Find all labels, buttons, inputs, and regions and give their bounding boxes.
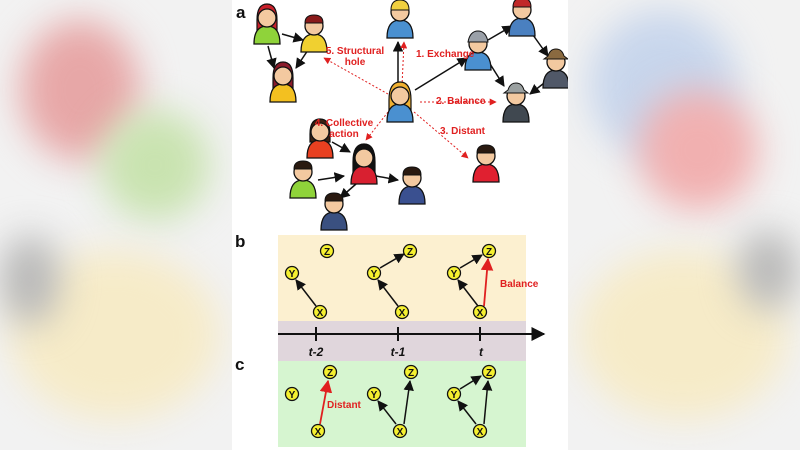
panel-c-graph-t-minus-1: Z Y X: [366, 364, 419, 439]
figure: a: [232, 0, 570, 450]
left-blurred-backdrop: [0, 0, 232, 450]
right-blurred-backdrop: [568, 0, 800, 450]
label-exchange: 1. Exchange: [416, 49, 475, 60]
panel-b-graph-t-minus-2: Z Y X: [284, 243, 335, 320]
panel-b-label: b: [235, 232, 245, 251]
panel-b-graph-t-minus-1: Z Y X: [366, 243, 418, 320]
node-x: X: [315, 427, 322, 438]
panel-a-edges: [266, 25, 549, 199]
node-y: Y: [371, 269, 378, 280]
panel-c-label: c: [235, 355, 244, 374]
person-navy-right-icon: [398, 166, 426, 205]
person-woman-black-hair-center-icon: [350, 143, 378, 185]
node-x: X: [477, 427, 484, 438]
node-z: Z: [486, 247, 492, 258]
node-x: X: [317, 308, 324, 319]
label-distant: 3. Distant: [440, 126, 486, 137]
label-structural-line1: 5. Structural: [326, 46, 385, 57]
person-grey-fedora-icon: [502, 82, 530, 123]
node-z: Z: [407, 247, 413, 258]
label-structural-line2: hole: [345, 57, 366, 68]
node-x: X: [477, 308, 484, 319]
figure-svg: a: [235, 0, 570, 447]
node-x: X: [399, 308, 406, 319]
timeline-band: [278, 321, 526, 361]
node-y: Y: [289, 390, 296, 401]
annotation-balance: Balance: [500, 279, 539, 290]
node-z: Z: [408, 368, 414, 379]
person-woman-red-top-left-icon: [253, 3, 281, 45]
panel-c-graph-t: Z Y X: [446, 364, 497, 439]
node-y: Y: [451, 269, 458, 280]
person-brown-fedora-icon: [542, 48, 570, 89]
person-grey-hat-icon: [464, 30, 492, 71]
label-balance: 2. Balance: [436, 96, 486, 107]
timeline-label-t: t: [479, 345, 484, 359]
node-z: Z: [324, 247, 330, 258]
panel-b-graph-t: Z Y X: [446, 243, 497, 320]
label-collective-line1: 4. Collective: [315, 118, 374, 129]
person-red-cap-top-right-icon: [508, 0, 536, 37]
person-center-blond-woman-icon: [386, 81, 414, 123]
label-collective-line2: action: [329, 129, 358, 140]
node-x: X: [397, 427, 404, 438]
node-z: Z: [327, 368, 333, 379]
panel-c-graph-t-minus-2: Z Y X: [284, 364, 338, 439]
timeline-label-t-minus-2: t-2: [309, 345, 324, 359]
person-woman-orange-icon: [306, 118, 334, 159]
person-distant-red-icon: [472, 144, 500, 183]
node-y: Y: [451, 390, 458, 401]
node-y: Y: [289, 269, 296, 280]
node-z: Z: [486, 368, 492, 379]
timeline-label-t-minus-1: t-1: [391, 345, 406, 359]
person-blond-top-icon: [386, 0, 414, 39]
person-dark-bottom-icon: [320, 192, 348, 231]
person-woman-yellow-left-icon: [269, 61, 297, 103]
person-green-shirt-icon: [289, 160, 317, 199]
annotation-distant: Distant: [327, 400, 362, 411]
panel-a-label: a: [236, 3, 246, 22]
person-man-maroon-cap-icon: [300, 14, 328, 53]
node-y: Y: [371, 390, 378, 401]
